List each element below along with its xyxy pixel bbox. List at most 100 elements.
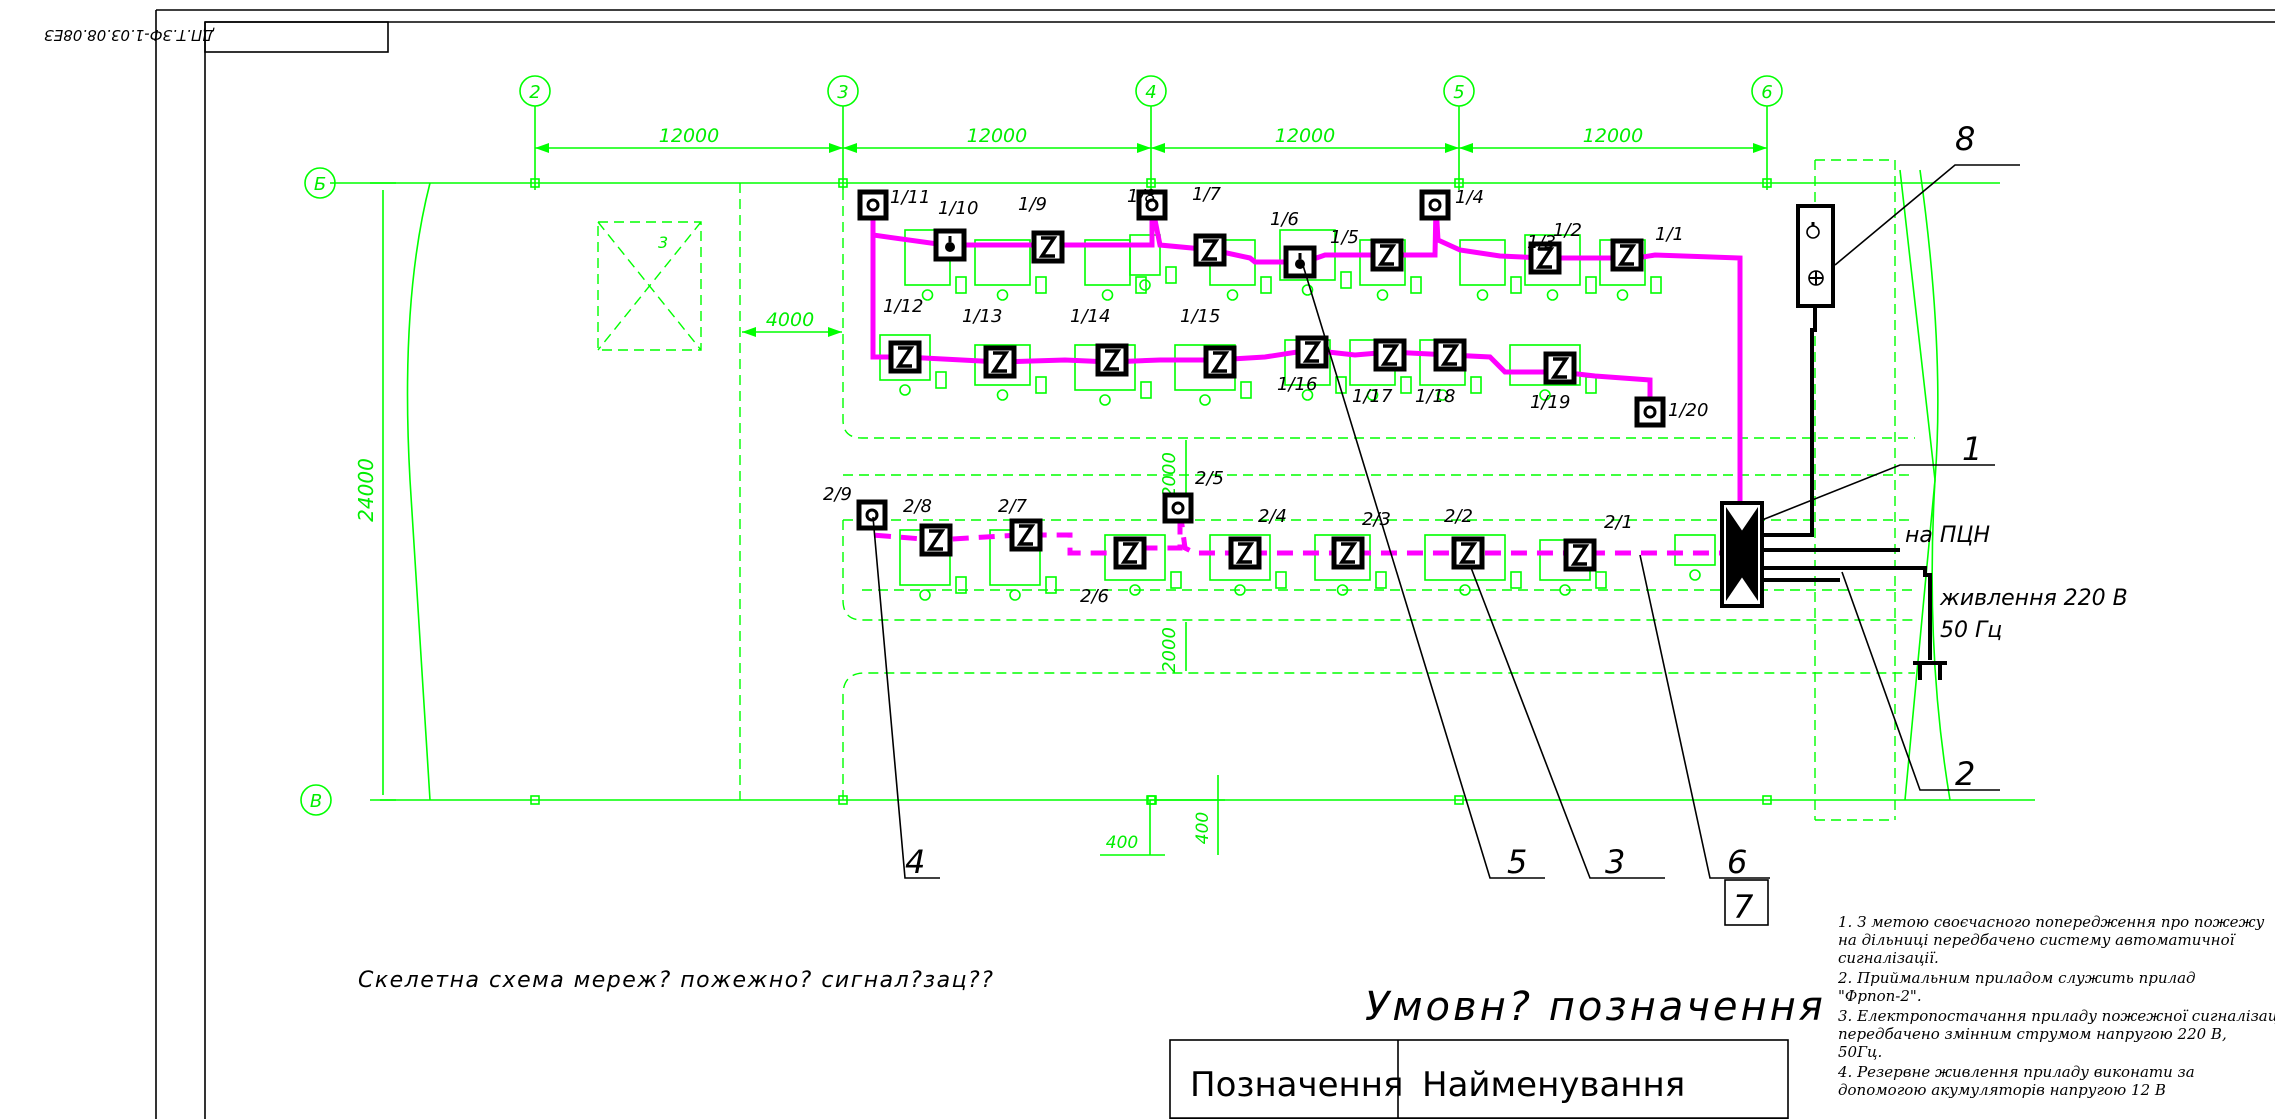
svg-text:5: 5	[1453, 82, 1464, 103]
detector-heat[interactable]: 2/6	[1080, 536, 1147, 607]
callout-2: 2	[1955, 755, 1975, 793]
detector-heat[interactable]: 1/16	[1277, 335, 1329, 395]
detector-label: 1/3	[1527, 232, 1556, 253]
dim-span: 12000	[535, 125, 843, 153]
detector-smoke[interactable]: 1/4	[1419, 187, 1484, 221]
axis-row-b: Б	[304, 167, 336, 199]
detector-heat[interactable]: 1/7	[1192, 184, 1227, 267]
axis-col-2: 2	[519, 75, 551, 805]
heat-icon	[926, 529, 946, 551]
heat-icon	[1338, 542, 1358, 564]
detectors: 1/1 1/21/3 1/4 1/5 1/6 1/7 1/8 1/9 1/101/11 1/12 1…	[823, 184, 1708, 607]
pcn-label: на ПЦН	[1905, 523, 1990, 548]
detector-label: 1/4	[1455, 187, 1484, 208]
heat-icon	[1200, 239, 1220, 261]
detector-heat[interactable]: 1/3	[1527, 232, 1562, 275]
heat-icon	[1235, 542, 1255, 564]
detector-label: 1/15	[1180, 306, 1220, 327]
detector-label: 1/11	[890, 187, 930, 208]
detector-heat[interactable]: 1/17	[1352, 338, 1407, 407]
heat-icon	[1617, 244, 1637, 266]
detector-label: 1/9	[1018, 194, 1047, 215]
detector-heat[interactable]: 2/2	[1444, 506, 1485, 570]
detector-flame[interactable]: 1/6	[1270, 209, 1317, 279]
detector-heat[interactable]: 1/18	[1415, 338, 1467, 407]
legend-title: Умовн? позначення	[1365, 984, 1826, 1030]
detector-heat[interactable]: 2/8	[903, 496, 953, 557]
note-line: 2. Приймальним приладом служить прилад	[1837, 969, 2196, 987]
loop-1-upper	[870, 204, 1743, 505]
detector-heat[interactable]: 2/3	[1331, 509, 1391, 570]
detector-heat[interactable]: 1/19	[1530, 351, 1577, 413]
svg-text:2: 2	[529, 82, 540, 103]
detector-smoke[interactable]: 1/20	[1634, 396, 1708, 428]
dim-span-text: 12000	[659, 125, 719, 147]
zone-lower	[842, 672, 1915, 800]
detector-label: 2/9	[823, 484, 852, 505]
dim-span-text: 12000	[967, 125, 1027, 147]
heat-icon	[1458, 542, 1478, 564]
note-line: допомогою акумуляторів напругою 12 В	[1838, 1081, 2166, 1099]
smoke-icon	[1643, 405, 1657, 419]
power-label-2: 50 Гц	[1940, 618, 2002, 643]
detector-label: 2/8	[903, 496, 932, 517]
callout-3: 3	[1605, 843, 1625, 881]
detector-label: 1/17	[1352, 386, 1393, 407]
detector-heat[interactable]: 2/7	[998, 496, 1043, 552]
heat-icon	[1302, 341, 1322, 363]
callout-1-leader	[1761, 464, 1995, 521]
heat-icon	[1102, 349, 1122, 371]
smoke-icon	[1171, 501, 1185, 515]
svg-text:4: 4	[1145, 82, 1156, 103]
detector-heat[interactable]: 1/12	[883, 296, 923, 374]
detector-label: 1/8	[1127, 186, 1156, 207]
detector-flame[interactable]: 1/10	[933, 198, 978, 262]
detector-heat[interactable]: 2/1	[1563, 512, 1633, 572]
detector-heat[interactable]: 1/14	[1070, 306, 1129, 377]
svg-text:6: 6	[1761, 82, 1772, 103]
heat-icon	[1550, 357, 1570, 379]
legend-table	[1169, 1039, 1789, 1119]
power-unit[interactable]	[1796, 204, 1835, 308]
stamp-box	[204, 21, 389, 53]
axis-col-6: 6	[1751, 75, 1783, 805]
note-line: передбачено змінним струмом напругою 220…	[1838, 1025, 2227, 1043]
callout-8: 8	[1955, 120, 1975, 158]
zone-upper	[842, 190, 1915, 439]
detector-smoke[interactable]: 1/11	[857, 187, 930, 221]
dim-span: 12000	[1151, 125, 1459, 153]
detector-label: 1/2	[1553, 220, 1582, 241]
detector-label: 1/1	[1655, 224, 1684, 245]
dim-detail-v-text: 400	[1193, 812, 1213, 844]
detector-heat[interactable]: 1/5	[1330, 227, 1404, 272]
power-cable	[1762, 306, 1817, 537]
detector-label: 2/3	[1362, 509, 1391, 530]
detector-heat[interactable]: 1/9	[1018, 194, 1065, 264]
callout-7-box	[1724, 879, 1769, 926]
callout-5: 5	[1507, 843, 1527, 881]
dim-span: 12000	[843, 125, 1151, 153]
detector-heat[interactable]: 1/15	[1180, 306, 1237, 379]
detector-label: 1/19	[1530, 392, 1570, 413]
control-panel[interactable]	[1720, 501, 1764, 608]
heat-icon	[1210, 351, 1230, 373]
callout-8-leader	[1834, 164, 2020, 266]
detector-smoke[interactable]: 1/8	[1127, 186, 1168, 221]
detector-smoke[interactable]: 2/9	[823, 484, 888, 531]
detector-heat[interactable]: 1/13	[962, 306, 1017, 379]
detector-smoke[interactable]: 2/5	[1162, 468, 1224, 524]
detector-heat[interactable]: 2/4	[1228, 506, 1287, 570]
detector-label: 2/1	[1604, 512, 1633, 533]
detector-heat[interactable]: 1/1	[1610, 224, 1684, 272]
zone-middle	[842, 520, 1915, 621]
smoke-icon	[1145, 198, 1159, 212]
detector-label: 1/20	[1668, 400, 1708, 421]
room-box	[597, 221, 702, 351]
heat-icon	[1570, 544, 1590, 566]
heat-icon	[1038, 236, 1058, 258]
callout-2-leader	[1841, 571, 2000, 791]
detector-label: 1/6	[1270, 209, 1299, 230]
room-label: 3	[658, 233, 668, 252]
detector-label: 1/12	[883, 296, 923, 317]
heat-icon	[1440, 344, 1460, 366]
